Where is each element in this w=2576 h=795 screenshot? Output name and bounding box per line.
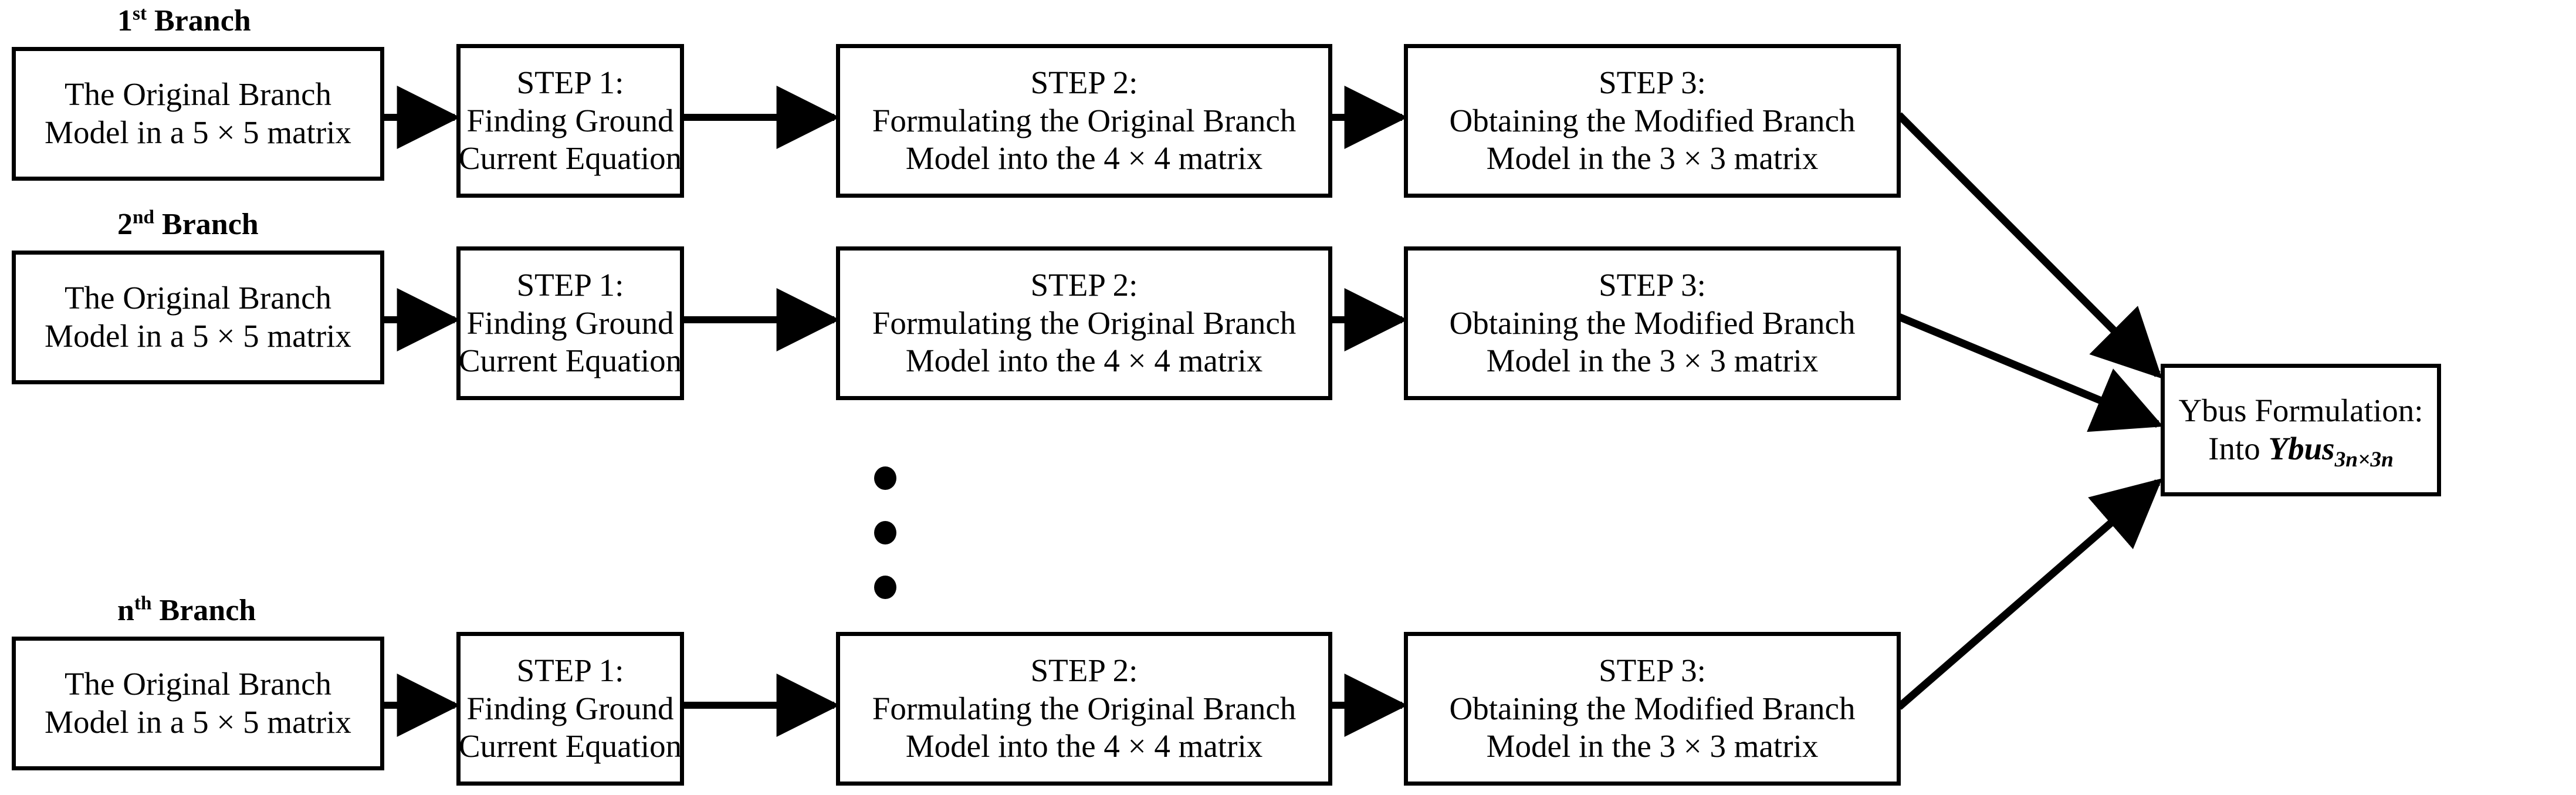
node-b2-step-2-line-1: STEP 2: [1030,266,1138,303]
node-b1-original-model-line-2: Model in a 5 × 5 matrix [45,114,351,150]
node-bn-step-3[interactable]: STEP 3: Obtaining the Modified Branch Mo… [1404,632,1901,786]
ellipsis-dot-1 [874,466,896,490]
node-b2-step-1-line-3: Current Equation [458,343,682,379]
node-b2-step-3-line-3: Model in the 3 × 3 matrix [1486,343,1819,379]
node-b2-step-3-line-1: STEP 3: [1599,266,1706,303]
node-ybus-formulation-line-2: Into Ybus3n×3n [2208,430,2394,471]
node-b1-step-1[interactable]: STEP 1: Finding Ground Current Equation [456,44,684,198]
node-bn-step-2-line-3: Model into the 4 × 4 matrix [905,728,1263,764]
node-bn-original-model-line-1: The Original Branch [64,666,332,702]
node-b1-step-1-line-3: Current Equation [458,140,682,177]
ellipsis-dot-2 [874,521,896,544]
node-b2-step-3-line-2: Obtaining the Modified Branch [1449,305,1856,341]
branch-label-n-word: Branch [159,594,256,627]
node-b2-original-model-line-1: The Original Branch [64,280,332,316]
branch-label-n-ordinal: th [134,592,152,614]
node-bn-step-3-line-2: Obtaining the Modified Branch [1449,690,1856,726]
vertical-ellipsis [874,466,909,607]
node-b1-step-1-line-1: STEP 1: [516,64,624,100]
branch-label-2: 2nd Branch [117,206,259,241]
node-b1-step-2-line-3: Model into the 4 × 4 matrix [905,140,1263,177]
branch-label-n-number: n [117,594,134,627]
ybus-symbol-text: Ybus [2268,431,2335,466]
ybus-symbol-subscript: 3n×3n [2334,448,2394,472]
node-ybus-formulation[interactable]: Ybus Formulation: Into Ybus3n×3n [2161,364,2441,496]
branch-label-2-number: 2 [117,208,133,241]
branch-label-1-word: Branch [154,4,251,38]
node-b2-step-1-line-1: STEP 1: [516,266,624,303]
node-b1-original-model[interactable]: The Original Branch Model in a 5 × 5 mat… [12,47,384,181]
node-b1-step-1-line-2: Finding Ground [466,102,674,138]
branch-label-1-number: 1 [117,4,133,38]
node-b2-step-1-line-2: Finding Ground [466,305,674,341]
branch-label-1: 1st Branch [117,2,251,38]
node-b1-step-2[interactable]: STEP 2: Formulating the Original Branch … [836,44,1332,198]
node-bn-step-3-line-3: Model in the 3 × 3 matrix [1486,728,1819,764]
node-b1-step-3-line-2: Obtaining the Modified Branch [1449,102,1856,138]
node-b2-original-model[interactable]: The Original Branch Model in a 5 × 5 mat… [12,251,384,384]
node-bn-step-1[interactable]: STEP 1: Finding Ground Current Equation [456,632,684,786]
arrow-bn-step3-to-ybus [1896,478,2162,710]
ybus-symbol: Ybus3n×3n [2268,431,2393,471]
branch-label-1-ordinal: st [133,2,147,25]
node-b1-original-model-line-1: The Original Branch [64,76,332,113]
node-bn-original-model[interactable]: The Original Branch Model in a 5 × 5 mat… [12,637,384,770]
node-b1-step-2-line-1: STEP 2: [1030,64,1138,100]
node-bn-step-2[interactable]: STEP 2: Formulating the Original Branch … [836,632,1332,786]
node-b1-step-3-line-1: STEP 3: [1599,64,1706,100]
node-b2-step-2-line-2: Formulating the Original Branch [872,305,1297,341]
ybus-prefix-text: Into [2208,431,2269,466]
node-ybus-formulation-line-1: Ybus Formulation: [2178,393,2423,429]
arrow-b1-step3-to-ybus [1896,112,2162,379]
node-bn-step-2-line-1: STEP 2: [1030,652,1138,688]
node-bn-step-2-line-2: Formulating the Original Branch [872,690,1297,726]
node-b1-step-2-line-2: Formulating the Original Branch [872,102,1297,138]
node-b2-step-2[interactable]: STEP 2: Formulating the Original Branch … [836,246,1332,400]
branch-label-n: nth Branch [117,592,256,627]
node-b2-original-model-line-2: Model in a 5 × 5 matrix [45,318,351,354]
node-bn-step-1-line-1: STEP 1: [516,652,624,688]
node-b1-step-3[interactable]: STEP 3: Obtaining the Modified Branch Mo… [1404,44,1901,198]
branch-label-2-word: Branch [162,208,259,241]
node-b1-step-3-line-3: Model in the 3 × 3 matrix [1486,140,1819,177]
node-bn-step-1-line-3: Current Equation [458,728,682,764]
ellipsis-dot-3 [874,576,896,599]
branch-label-2-ordinal: nd [133,206,155,228]
node-bn-original-model-line-2: Model in a 5 × 5 matrix [45,704,351,740]
node-bn-step-1-line-2: Finding Ground [466,690,674,726]
node-b2-step-1[interactable]: STEP 1: Finding Ground Current Equation [456,246,684,400]
node-b2-step-2-line-3: Model into the 4 × 4 matrix [905,343,1263,379]
node-bn-step-3-line-1: STEP 3: [1599,652,1706,688]
arrow-b2-step3-to-ybus [1897,313,2164,432]
node-b2-step-3[interactable]: STEP 3: Obtaining the Modified Branch Mo… [1404,246,1901,400]
